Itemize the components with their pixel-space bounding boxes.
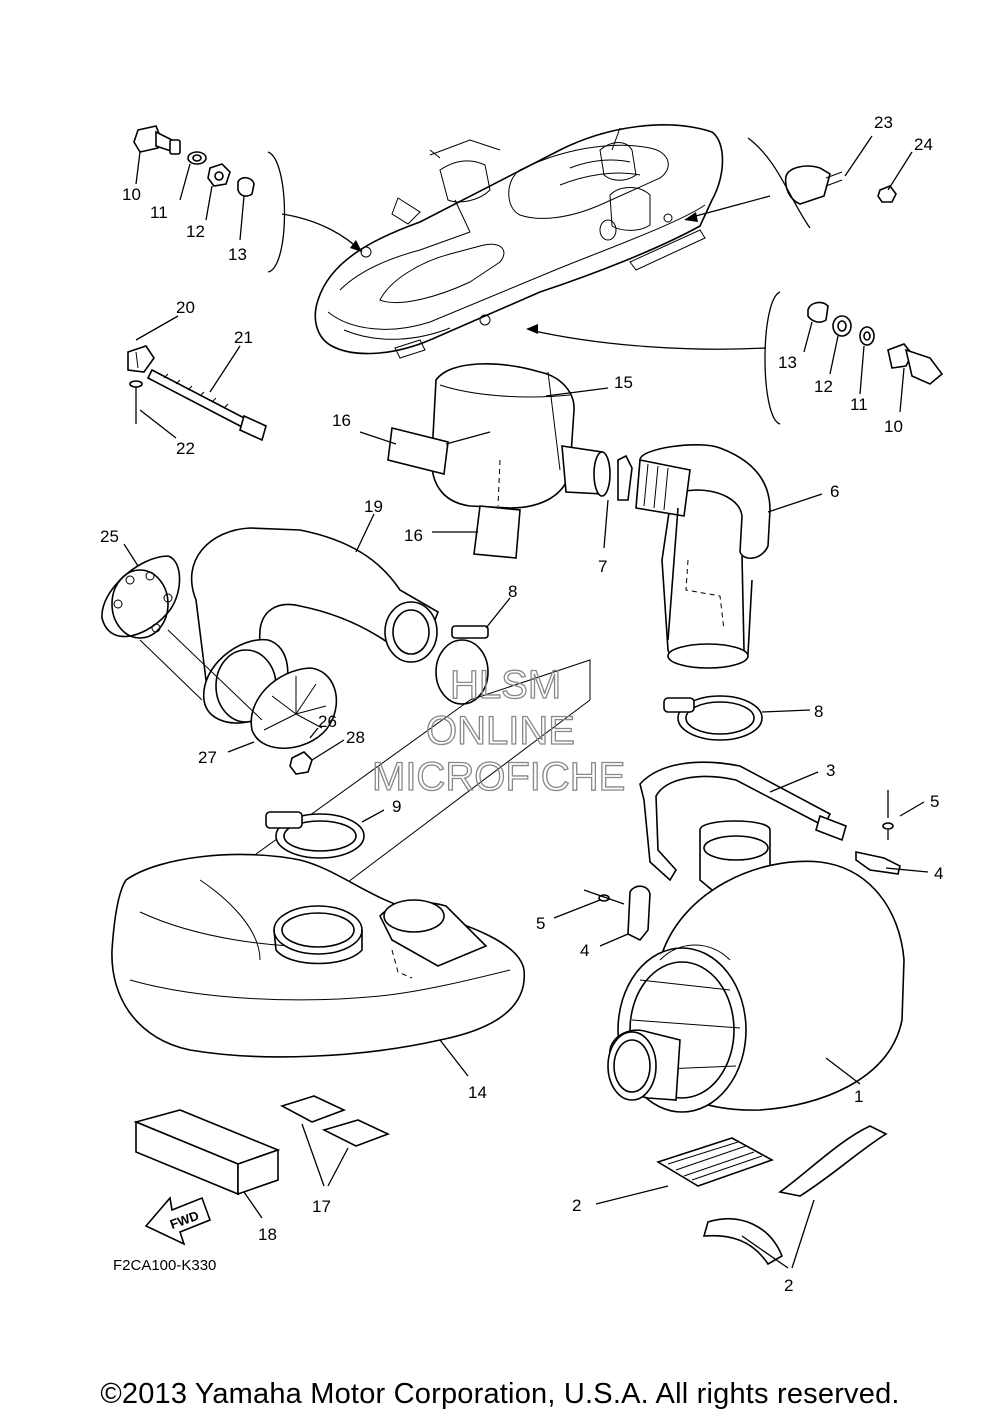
callout-7: 7 [598, 557, 607, 576]
callout-9: 9 [392, 797, 401, 816]
callout-10: 10 [884, 417, 903, 436]
fitting-group-front [133, 125, 363, 273]
callout-13: 13 [778, 353, 797, 372]
watermark-lines [219, 659, 591, 889]
callout-17: 17 [312, 1197, 331, 1216]
callout-4: 4 [934, 864, 943, 883]
callout-11: 11 [850, 395, 868, 414]
callout-2: 2 [784, 1276, 793, 1295]
callout-labels: 1 2 2 3 4 4 5 5 6 7 8 8 9 10 10 11 11 12… [100, 113, 943, 1295]
callout-27: 27 [198, 748, 217, 767]
callout-19: 19 [364, 497, 383, 516]
callout-18: 18 [258, 1225, 277, 1244]
clamp-8-upper [435, 597, 511, 705]
callout-8: 8 [814, 702, 823, 721]
part-3-strap [639, 761, 847, 882]
part-14-tank [111, 853, 525, 1077]
clip-tie-rivet [127, 315, 267, 442]
watermark-line-1: HLSM [450, 663, 561, 707]
nut-28 [139, 629, 345, 775]
callout-12: 12 [186, 222, 205, 241]
callout-8: 8 [508, 582, 517, 601]
diagram-code: F2CA100-K330 [113, 1257, 216, 1274]
callout-11: 11 [150, 203, 168, 222]
callout-13: 13 [228, 245, 247, 264]
watermark: HLSM ONLINE MICROFICHE [371, 662, 626, 799]
watercraft-illustration [314, 124, 724, 359]
block-18 [133, 1109, 281, 1219]
callout-22: 22 [176, 439, 195, 458]
callout-15: 15 [614, 373, 633, 392]
callout-5: 5 [930, 792, 939, 811]
copyright-notice: ©2013 Yamaha Motor Corporation, U.S.A. A… [100, 1378, 900, 1410]
watermark-line-3: MICROFICHE [372, 755, 625, 799]
plate-25 [101, 543, 181, 639]
callout-16: 16 [332, 411, 351, 430]
part-1-silencer [607, 820, 905, 1113]
callout-1: 1 [854, 1087, 863, 1106]
pads-2 [595, 1125, 888, 1269]
callout-28: 28 [346, 728, 365, 747]
callout-24: 24 [914, 135, 933, 154]
fitting-group-rear [684, 135, 913, 229]
callout-26: 26 [318, 712, 337, 731]
callout-3: 3 [826, 761, 835, 780]
callout-14: 14 [468, 1083, 487, 1102]
bracket-4-5-left [553, 885, 651, 947]
callout-23: 23 [874, 113, 893, 132]
disc-26 [250, 667, 338, 750]
callout-2: 2 [572, 1196, 581, 1215]
callout-6: 6 [830, 482, 839, 501]
callout-12: 12 [814, 377, 833, 396]
bracket-4-5-right [855, 790, 929, 875]
fwd-arrow: FWD [144, 1196, 212, 1246]
part-15-16 [359, 363, 633, 559]
fitting-group-side [526, 291, 944, 425]
callout-25: 25 [100, 527, 119, 546]
clamp-8-lower [663, 695, 811, 741]
callout-21: 21 [234, 328, 253, 347]
callout-4: 4 [580, 941, 589, 960]
callout-5: 5 [536, 914, 545, 933]
callout-10: 10 [122, 185, 141, 204]
part-6-elbow [635, 443, 823, 669]
callout-16: 16 [404, 526, 423, 545]
watermark-line-2: ONLINE [426, 709, 575, 753]
callout-20: 20 [176, 298, 195, 317]
pads-17 [279, 1095, 391, 1187]
clamp-9 [265, 809, 385, 859]
